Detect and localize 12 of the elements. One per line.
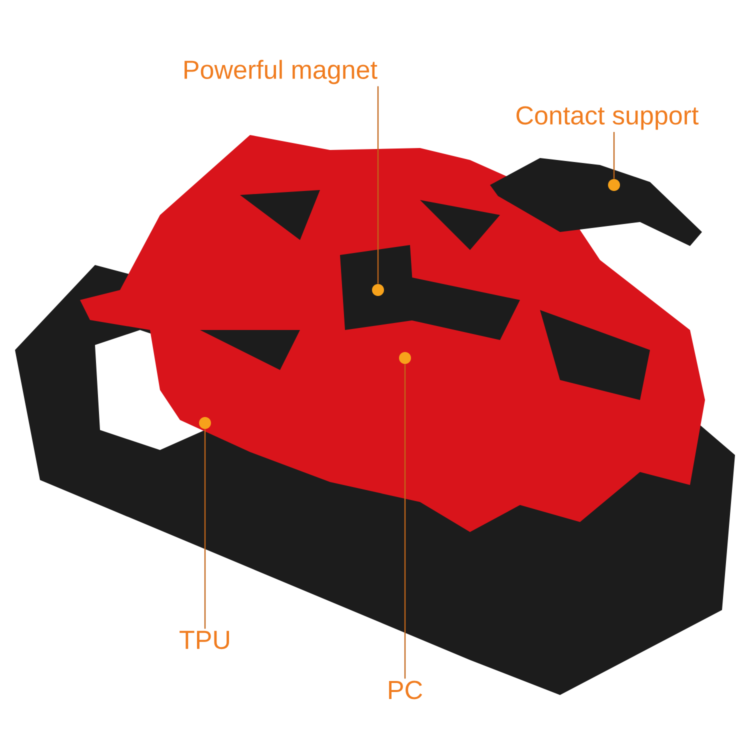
callout-label: Contact support: [516, 106, 699, 130]
leader-line: [404, 364, 406, 679]
callout-dot: [372, 284, 384, 296]
callout-label: Powerful magnet: [184, 60, 378, 84]
callout-label: TPU: [180, 630, 229, 650]
callout-dot: [199, 417, 211, 429]
leader-line: [377, 86, 379, 284]
leader-line: [204, 429, 206, 629]
callout-label: PC: [389, 680, 422, 700]
leader-line: [613, 132, 615, 179]
callout-dot: [399, 352, 411, 364]
callout-dot: [608, 179, 620, 191]
